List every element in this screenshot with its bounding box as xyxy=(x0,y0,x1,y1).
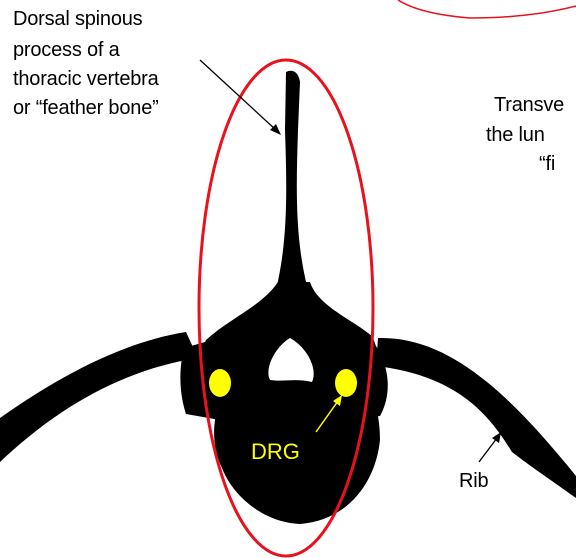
transverse-label-line-2: the lun xyxy=(486,122,576,148)
spinous-label-line-4: or “feather bone” xyxy=(13,95,159,121)
spinous-pointer-line xyxy=(200,60,276,130)
transverse-label-line-3: “fi xyxy=(539,151,576,177)
spinous-label-line-2: process of a xyxy=(13,37,120,63)
drg-label: DRG xyxy=(251,439,300,465)
left-rib xyxy=(0,332,198,462)
top-red-ellipse-arc xyxy=(398,0,576,18)
spinous-label-line-1: Dorsal spinous xyxy=(13,6,143,32)
spinous-label-line-3: thoracic vertebra xyxy=(13,66,159,92)
rib-pointer-line xyxy=(479,438,497,462)
dorsal-spinous-process xyxy=(276,71,308,290)
rib-label: Rib xyxy=(459,468,488,494)
right-dorsal-root-ganglion xyxy=(335,369,357,397)
left-dorsal-root-ganglion xyxy=(209,369,231,397)
rib-pointer-arrowhead xyxy=(492,432,501,443)
transverse-label-line-1: Transve xyxy=(494,92,576,118)
